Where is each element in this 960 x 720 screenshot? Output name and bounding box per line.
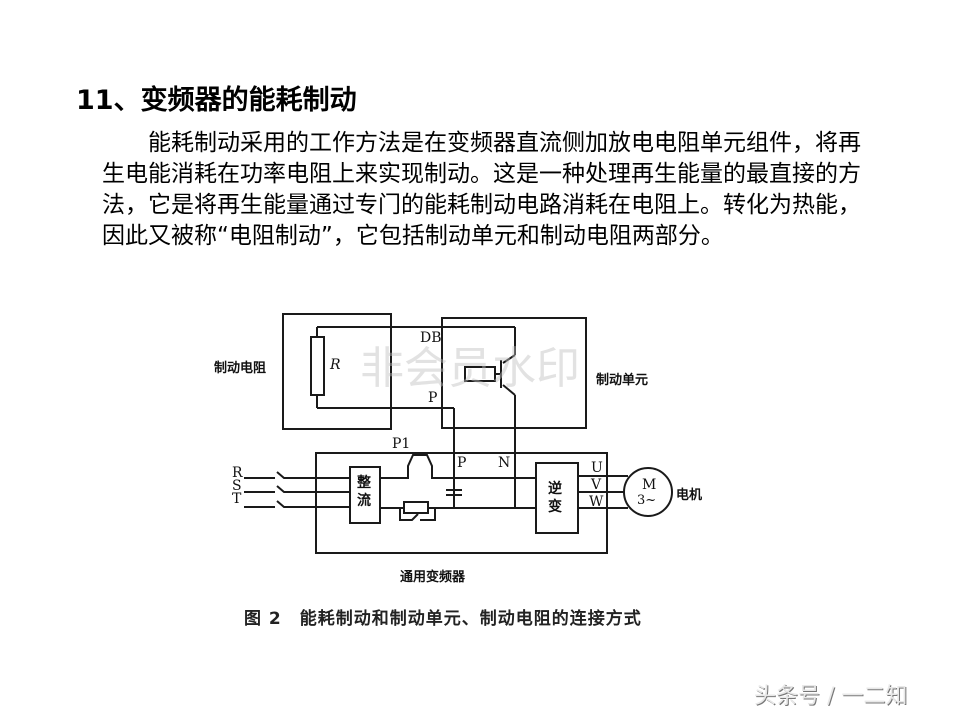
- brake-resistor-box: [282, 313, 392, 430]
- rectifier-box: [349, 466, 381, 524]
- label-motor-phase: 3~: [637, 493, 657, 508]
- label-resistor-symbol: R: [330, 357, 341, 373]
- label-inverter: 逆变: [548, 481, 562, 515]
- label-u: U: [591, 460, 603, 476]
- label-db: DB: [420, 330, 442, 346]
- resistor-element: [310, 336, 325, 396]
- label-motor-m: M: [642, 477, 657, 493]
- inverter-box: [535, 462, 579, 534]
- label-motor: 电机: [676, 488, 703, 503]
- body-paragraph: 能耗制动采用的工作方法是在变频器直流侧加放电电阻单元组件，将再生电能消耗在功率电…: [102, 128, 872, 252]
- label-p-upper: P: [428, 390, 438, 406]
- figure-caption: 图 2 能耗制动和制动单元、制动电阻的连接方式: [244, 609, 642, 629]
- label-t: T: [232, 491, 242, 507]
- label-general-inverter: 通用变频器: [400, 570, 466, 585]
- label-n: N: [498, 455, 511, 471]
- label-s: S: [232, 478, 242, 494]
- slide-title: 11、变频器的能耗制动: [76, 85, 357, 116]
- label-brake-unit: 制动单元: [596, 373, 649, 388]
- label-rectifier: 整流: [357, 475, 371, 509]
- motor-circle: [623, 467, 673, 517]
- label-p1: P1: [392, 436, 411, 452]
- source-credit: 头条号 / 一二知: [754, 684, 908, 709]
- label-brake-resistor: 制动电阻: [214, 361, 267, 376]
- label-v: V: [591, 477, 602, 493]
- label-r: R: [232, 465, 243, 481]
- label-p: P: [457, 455, 467, 471]
- watermark-text: 非会员水印: [360, 343, 580, 394]
- label-w: W: [589, 494, 604, 510]
- inverter-enclosure: [315, 452, 608, 554]
- paragraph-text: 能耗制动采用的工作方法是在变频器直流侧加放电电阻单元组件，将再生电能消耗在功率电…: [102, 130, 861, 249]
